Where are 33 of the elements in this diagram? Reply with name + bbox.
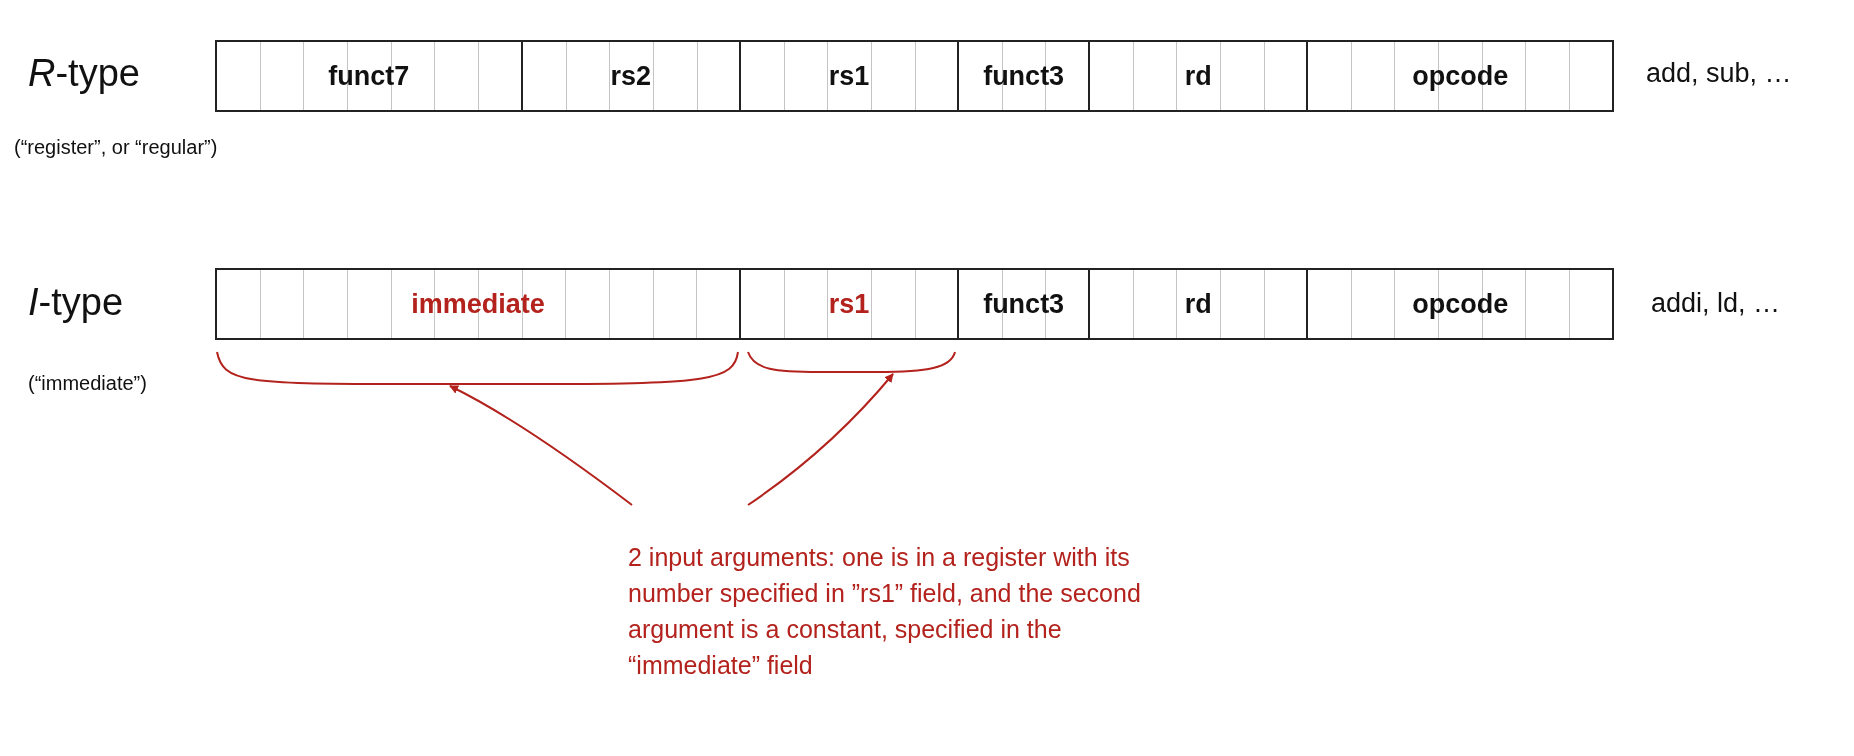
field-name: opcode bbox=[1412, 60, 1509, 92]
instruction-field bbox=[215, 268, 741, 340]
instruction-field bbox=[215, 40, 523, 112]
field-name: funct3 bbox=[983, 60, 1065, 92]
instruction-field bbox=[1306, 268, 1614, 340]
instruction-field bbox=[738, 268, 960, 340]
instruction-field bbox=[738, 40, 960, 112]
field-name: opcode bbox=[1412, 288, 1509, 320]
instruction-field bbox=[957, 268, 1091, 340]
arrow bbox=[747, 373, 894, 506]
field-name: rs2 bbox=[610, 60, 651, 92]
field-name: rs1 bbox=[828, 60, 870, 92]
field-name: rd bbox=[1184, 288, 1212, 320]
curly-brace bbox=[746, 350, 957, 374]
format-name: R-type bbox=[28, 52, 140, 95]
instruction-field bbox=[1088, 268, 1309, 340]
format-note: (“immediate”) bbox=[28, 372, 147, 395]
curly-brace bbox=[215, 350, 740, 386]
arrow bbox=[449, 385, 633, 506]
instruction-field bbox=[1088, 40, 1309, 112]
field-name: funct7 bbox=[328, 60, 410, 92]
example-instructions: add, sub, … bbox=[1646, 58, 1792, 89]
field-name: rd bbox=[1184, 60, 1212, 92]
annotation-text: 2 input arguments: one is in a register with its number specified in ”rs1” field, and the second argument is a constant, specified in the “immediate” field bbox=[628, 542, 1142, 681]
instruction-field bbox=[957, 40, 1091, 112]
format-name: I-type bbox=[28, 281, 124, 324]
field-name: funct3 bbox=[983, 288, 1065, 320]
instruction-field bbox=[1306, 40, 1614, 112]
format-note: (“register”, or “regular”) bbox=[14, 136, 218, 159]
field-name: immediate bbox=[411, 288, 545, 320]
example-instructions: addi, ld, … bbox=[1651, 288, 1781, 319]
instruction-field bbox=[520, 40, 741, 112]
field-name: rs1 bbox=[828, 288, 870, 320]
